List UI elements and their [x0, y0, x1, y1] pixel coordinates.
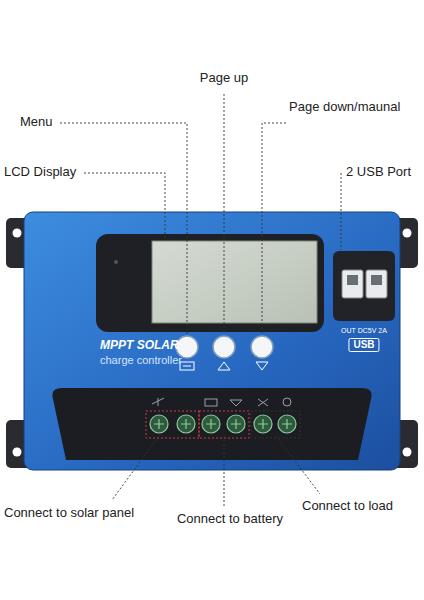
product-text: charge controller — [100, 354, 182, 367]
callout-label-holder: Menu — [20, 115, 53, 130]
callout-label: Connect to solar panel — [4, 506, 134, 521]
usb-housing — [333, 251, 395, 321]
callout-label-holder: 2 USB Port — [346, 165, 411, 180]
callout-label-holder: Connect to load — [302, 499, 393, 514]
callout-label: Page up — [200, 71, 248, 86]
callout-label-holder: Page up — [200, 71, 248, 86]
terminal-group-box — [146, 411, 300, 438]
callout-label: Page down/maunal — [289, 100, 400, 115]
port-rating: OUT DC5V 2A — [341, 327, 387, 335]
push-button — [176, 336, 273, 358]
callout-label: LCD Display — [4, 165, 76, 180]
callout-label-holder: LCD Display — [4, 165, 76, 180]
port-rating-holder: OUT DC5V 2A — [341, 327, 387, 335]
button-icon — [180, 362, 268, 370]
product-text-holder: charge controller — [100, 354, 182, 367]
usb-logo: USB — [348, 338, 379, 352]
brand-text-holder: MPPT SOLAR — [100, 339, 179, 353]
callout-label-holder: Page down/maunal — [289, 100, 400, 115]
callout-label: Connect to battery — [177, 512, 283, 527]
lcd-screen — [152, 241, 317, 323]
callout-label: Connect to load — [302, 499, 393, 514]
brand-text: MPPT SOLAR — [100, 339, 179, 353]
callout-label-holder: Connect to battery — [177, 512, 283, 527]
callout-label: 2 USB Port — [346, 165, 411, 180]
terminal-screw — [150, 415, 296, 433]
leader-line — [60, 94, 341, 507]
callout-label: Menu — [20, 115, 53, 130]
usb-logo-holder: USB — [348, 338, 379, 352]
usb-port — [342, 270, 387, 298]
indicator-dot — [114, 260, 118, 264]
terminal-panel — [52, 388, 371, 460]
lcd-bezel — [96, 234, 324, 332]
callout-label-holder: Connect to solar panel — [4, 506, 134, 521]
controller-housing — [24, 212, 400, 470]
terminal-icon — [152, 398, 291, 406]
